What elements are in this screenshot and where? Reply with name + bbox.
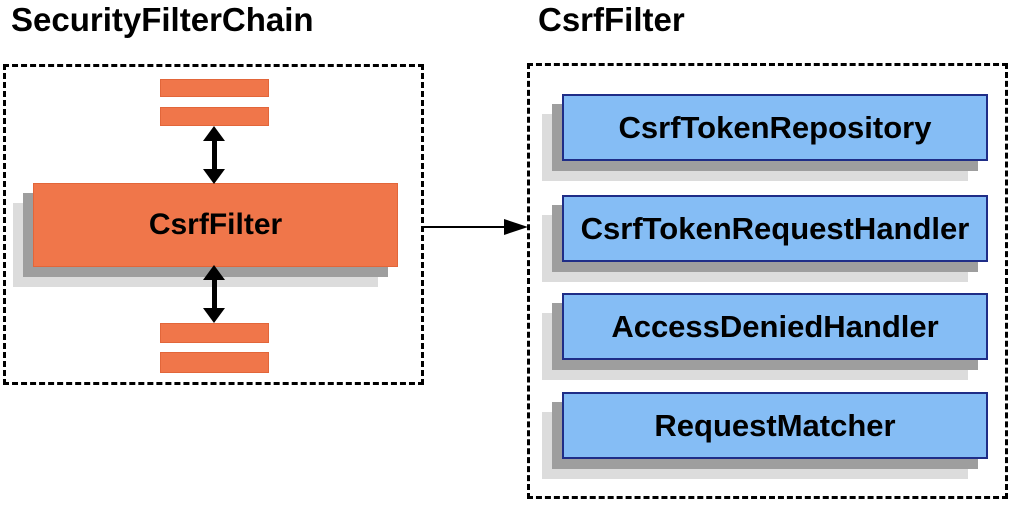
double-arrow-icon — [203, 265, 225, 323]
filter-bar-icon — [160, 107, 269, 126]
component-csrf-token-request-handler: CsrfTokenRequestHandler — [562, 195, 988, 262]
component-csrf-token-repository: CsrfTokenRepository — [562, 94, 988, 161]
component-label: AccessDeniedHandler — [611, 308, 939, 344]
component-label: CsrfTokenRequestHandler — [580, 210, 970, 246]
arrow-shaft — [424, 226, 504, 228]
arrow-down-head-icon — [203, 308, 225, 323]
filter-bar-icon — [160, 323, 269, 343]
arrow-up-head-icon — [203, 126, 225, 141]
component-access-denied-handler: AccessDeniedHandler — [562, 293, 988, 360]
security-filter-chain-title: SecurityFilterChain — [11, 1, 314, 38]
component-label: RequestMatcher — [654, 407, 896, 443]
csrf-filter-node-label: CsrfFilter — [148, 208, 283, 241]
arrow-up-head-icon — [203, 265, 225, 280]
component-request-matcher: RequestMatcher — [562, 392, 988, 459]
csrf-filter-node: CsrfFilter — [33, 183, 398, 267]
csrf-filter-container — [527, 63, 1008, 499]
arrow-shaft — [211, 280, 217, 308]
csrf-filter-title: CsrfFilter — [538, 1, 685, 38]
double-arrow-icon — [203, 126, 225, 184]
filter-bar-icon — [160, 79, 269, 97]
component-label: CsrfTokenRepository — [618, 109, 932, 145]
flow-arrow-icon — [424, 219, 528, 235]
arrow-right-head-icon — [504, 219, 528, 235]
arrow-shaft — [211, 141, 217, 169]
security-filter-chain-container — [3, 64, 424, 385]
arrow-down-head-icon — [203, 169, 225, 184]
filter-bar-icon — [160, 352, 269, 373]
